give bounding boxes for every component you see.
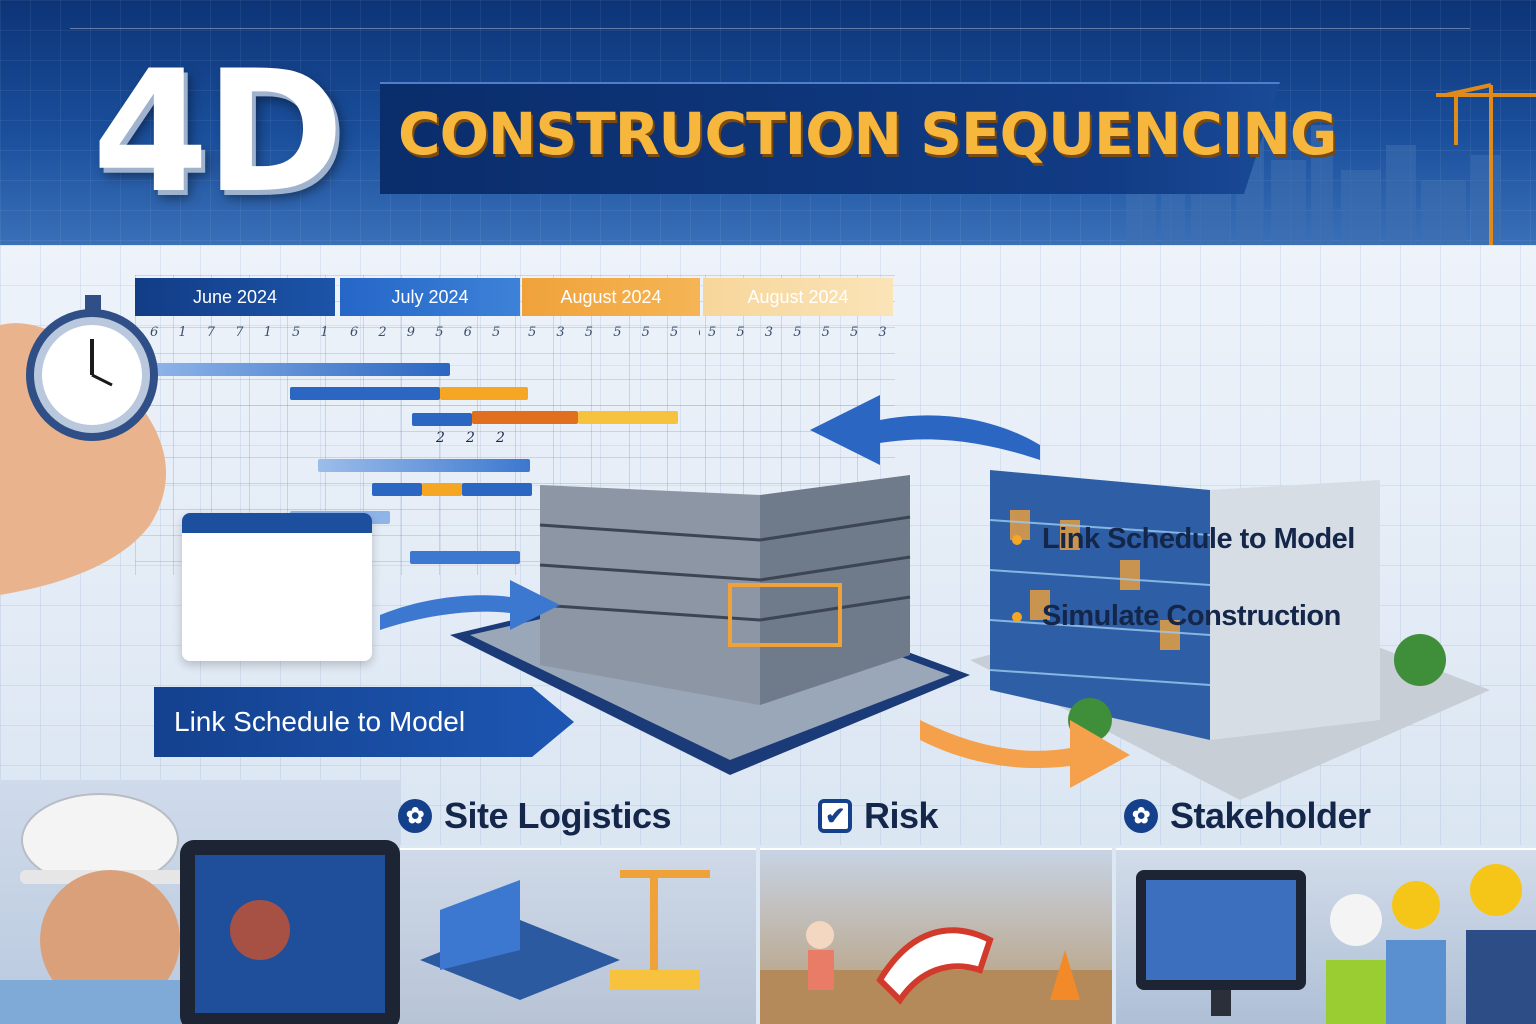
gantt-bar-label: 2 — [496, 430, 505, 446]
gantt-bar — [290, 387, 440, 400]
gantt-month-2: July 2024 — [340, 278, 520, 316]
header-frame-line — [70, 28, 1470, 218]
gantt-bar — [440, 387, 528, 400]
gantt-bar — [412, 413, 472, 426]
site-logistics-panel — [400, 848, 756, 1024]
header-banner: 4D CONSTRUCTION SEQUENCING — [0, 0, 1536, 245]
gantt-bar — [462, 483, 532, 496]
feature-label: Site Logistics — [444, 795, 672, 836]
gantt-days-aug-2: 5 5 3 5 5 5 3 7 — [708, 325, 888, 340]
stopwatch-in-hand-illustration — [0, 295, 167, 595]
stakeholder-illustration — [1136, 864, 1536, 1024]
page-title: CONSTRUCTION SEQUENCING — [398, 100, 1338, 168]
gantt-bar — [410, 551, 520, 564]
gear-icon: ✿ — [1124, 799, 1158, 833]
arrow-back-icon — [810, 395, 1040, 465]
gantt-bar — [318, 459, 530, 472]
gantt-bar — [578, 411, 678, 424]
stakeholder-panel — [1116, 848, 1536, 1024]
gantt-days-aug: 5 3 5 5 5 5 6 5 — [528, 325, 700, 340]
feature-stakeholder: ✿ Stakeholder — [1124, 795, 1371, 837]
bullet-item: Simulate Construction — [1012, 600, 1355, 633]
gantt-bar-label: 2 — [436, 430, 445, 446]
title-4d: 4D — [92, 34, 344, 230]
site-logistics-illustration — [420, 870, 710, 1000]
feature-label: Stakeholder — [1170, 795, 1371, 836]
bullet-text: Link Schedule to Model — [1042, 523, 1355, 555]
bullet-text: Simulate Construction — [1042, 600, 1341, 632]
bullet-item: Link Schedule to Model — [1012, 523, 1355, 556]
gear-icon: ✿ — [398, 799, 432, 833]
feature-label: Risk — [864, 795, 939, 836]
building-under-construction-illustration — [450, 475, 970, 775]
worker-figure-icon — [0, 793, 400, 1024]
worker-with-tablet-illustration — [0, 780, 400, 1024]
gantt-days-june: 6 1 7 7 1 5 1 7 6 — [150, 325, 340, 340]
gantt-month-4: August 2024 — [703, 278, 893, 316]
title-banner-bar — [380, 82, 1280, 194]
gantt-month-3: August 2024 — [522, 278, 700, 316]
feature-bullet-list: Link Schedule to Model Simulate Construc… — [1012, 523, 1355, 677]
risk-illustration — [760, 921, 1112, 1024]
gantt-bar — [422, 483, 462, 496]
gantt-bar — [150, 363, 450, 376]
completed-building-illustration — [970, 470, 1490, 800]
calendar-icon — [182, 513, 372, 661]
gantt-days-july: 6 2 9 5 6 5 5 5 — [350, 325, 520, 340]
bullet-dot-icon — [1012, 534, 1022, 545]
feature-site-logistics: ✿ Site Logistics — [398, 795, 672, 837]
feature-risk: ✔ Risk — [818, 795, 939, 837]
gantt-bar-label: 2 — [466, 430, 475, 446]
main-illustration: June 2024 July 2024 August 2024 August 2… — [0, 245, 1536, 845]
gantt-bar — [472, 411, 578, 424]
arrow-right-icon — [380, 580, 560, 630]
arrow-forward-icon — [920, 720, 1130, 788]
checkbox-icon: ✔ — [818, 799, 852, 833]
link-schedule-ribbon: Link Schedule to Model — [154, 687, 574, 757]
risk-panel — [760, 848, 1112, 1024]
gantt-bar — [372, 483, 422, 496]
gantt-month-1: June 2024 — [135, 278, 335, 316]
bullet-dot-icon — [1012, 611, 1022, 622]
